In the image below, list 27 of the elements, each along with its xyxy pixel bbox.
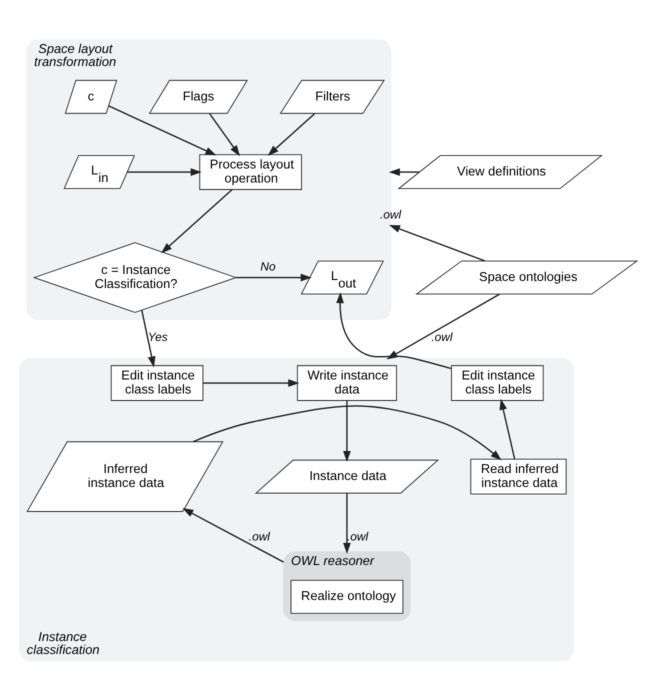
node-box: Realize ontology — [290, 579, 404, 614]
arrow — [389, 224, 486, 262]
edge-label: .owl — [380, 206, 402, 221]
arrow — [343, 400, 351, 462]
arrow — [141, 310, 156, 367]
node-box: Read inferred instance data — [470, 458, 567, 494]
arrow — [127, 168, 202, 176]
arrow — [336, 292, 452, 369]
arrow — [203, 378, 300, 386]
arrow — [192, 404, 502, 460]
arrow — [161, 188, 233, 253]
arrow — [500, 398, 516, 459]
node-box: Write instance data — [296, 364, 397, 400]
node-box: Process layout operation — [199, 154, 302, 190]
node-box: Edit instance class labels — [110, 364, 204, 400]
arrow — [209, 112, 240, 156]
arrow — [236, 273, 312, 281]
arrow — [108, 104, 216, 155]
node-box: Edit instance class labels — [451, 364, 544, 400]
edge-label: Yes — [148, 330, 168, 344]
arrow — [268, 112, 316, 156]
arrow — [388, 168, 420, 176]
arrow — [182, 508, 284, 562]
edge-label: .owl — [431, 330, 453, 344]
arrow — [343, 492, 351, 554]
edge-label: No — [260, 259, 276, 274]
edge-label: .owl — [248, 528, 270, 543]
